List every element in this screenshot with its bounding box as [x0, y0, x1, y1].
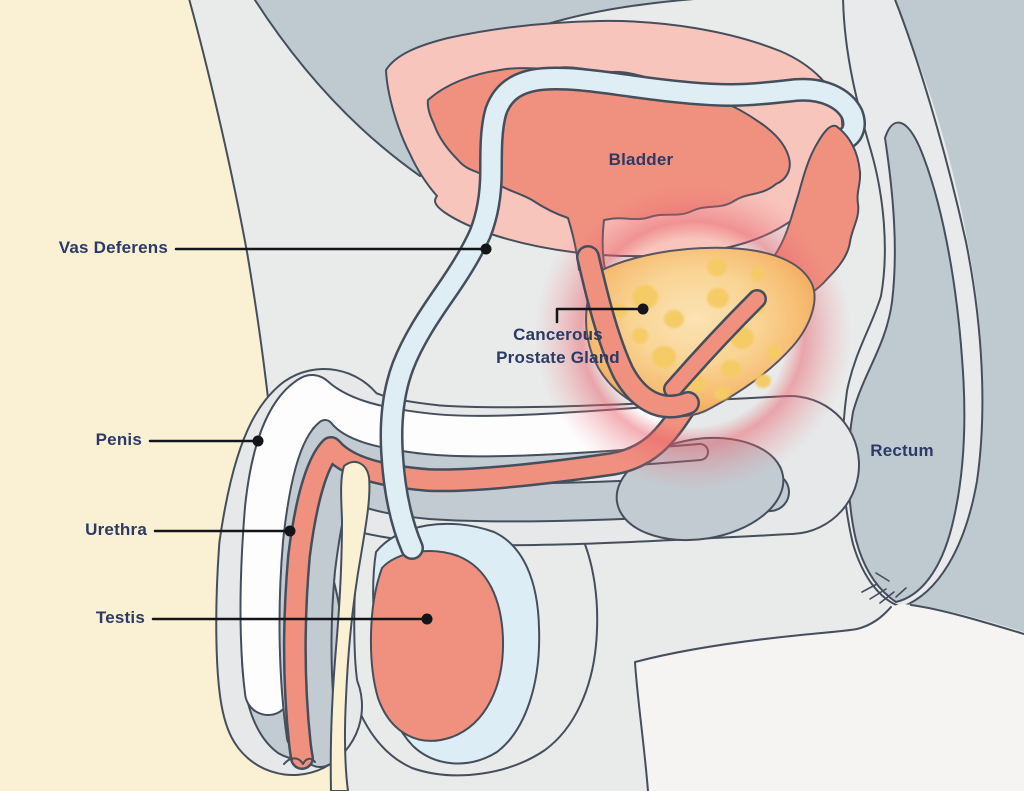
label-cancerous-prostate-gland: Cancerous Prostate Gland	[483, 323, 633, 369]
anus-creases	[861, 572, 907, 604]
back-region-shape	[891, 0, 1024, 633]
corpus-cavernosum	[241, 376, 670, 714]
lower-background-shape	[635, 604, 1024, 791]
label-bladder: Bladder	[608, 150, 674, 169]
vas-deferens-tube	[382, 69, 864, 558]
leader-dot-penis	[252, 435, 264, 447]
leader-dot-testis	[421, 613, 433, 625]
label-testis: Testis	[95, 608, 145, 627]
leader-prostate	[555, 307, 645, 324]
rectum-shape	[847, 121, 966, 603]
prostatic-urethra	[578, 247, 698, 416]
label-penis: Penis	[95, 430, 142, 449]
leader-dot-urethra	[284, 525, 296, 537]
testis-shape	[369, 550, 505, 742]
label-rectum: Rectum	[870, 441, 934, 460]
buttock-outline	[910, 604, 1024, 635]
label-cancerous-prostate-line2: Prostate Gland	[496, 348, 620, 367]
ejaculatory-duct	[665, 291, 765, 397]
background-gap-teardrop	[329, 461, 371, 791]
meatus-dimple	[283, 757, 316, 765]
abdomen-front-outline	[188, 0, 269, 399]
perineum-outline	[634, 606, 892, 791]
leader-lines	[148, 243, 649, 625]
leader-dot-vas-deferens	[480, 243, 492, 255]
label-urethra: Urethra	[85, 520, 147, 539]
label-vas-deferens: Vas Deferens	[58, 238, 168, 257]
leader-dot-prostate	[637, 303, 649, 315]
label-cancerous-prostate-line1: Cancerous	[513, 325, 603, 344]
